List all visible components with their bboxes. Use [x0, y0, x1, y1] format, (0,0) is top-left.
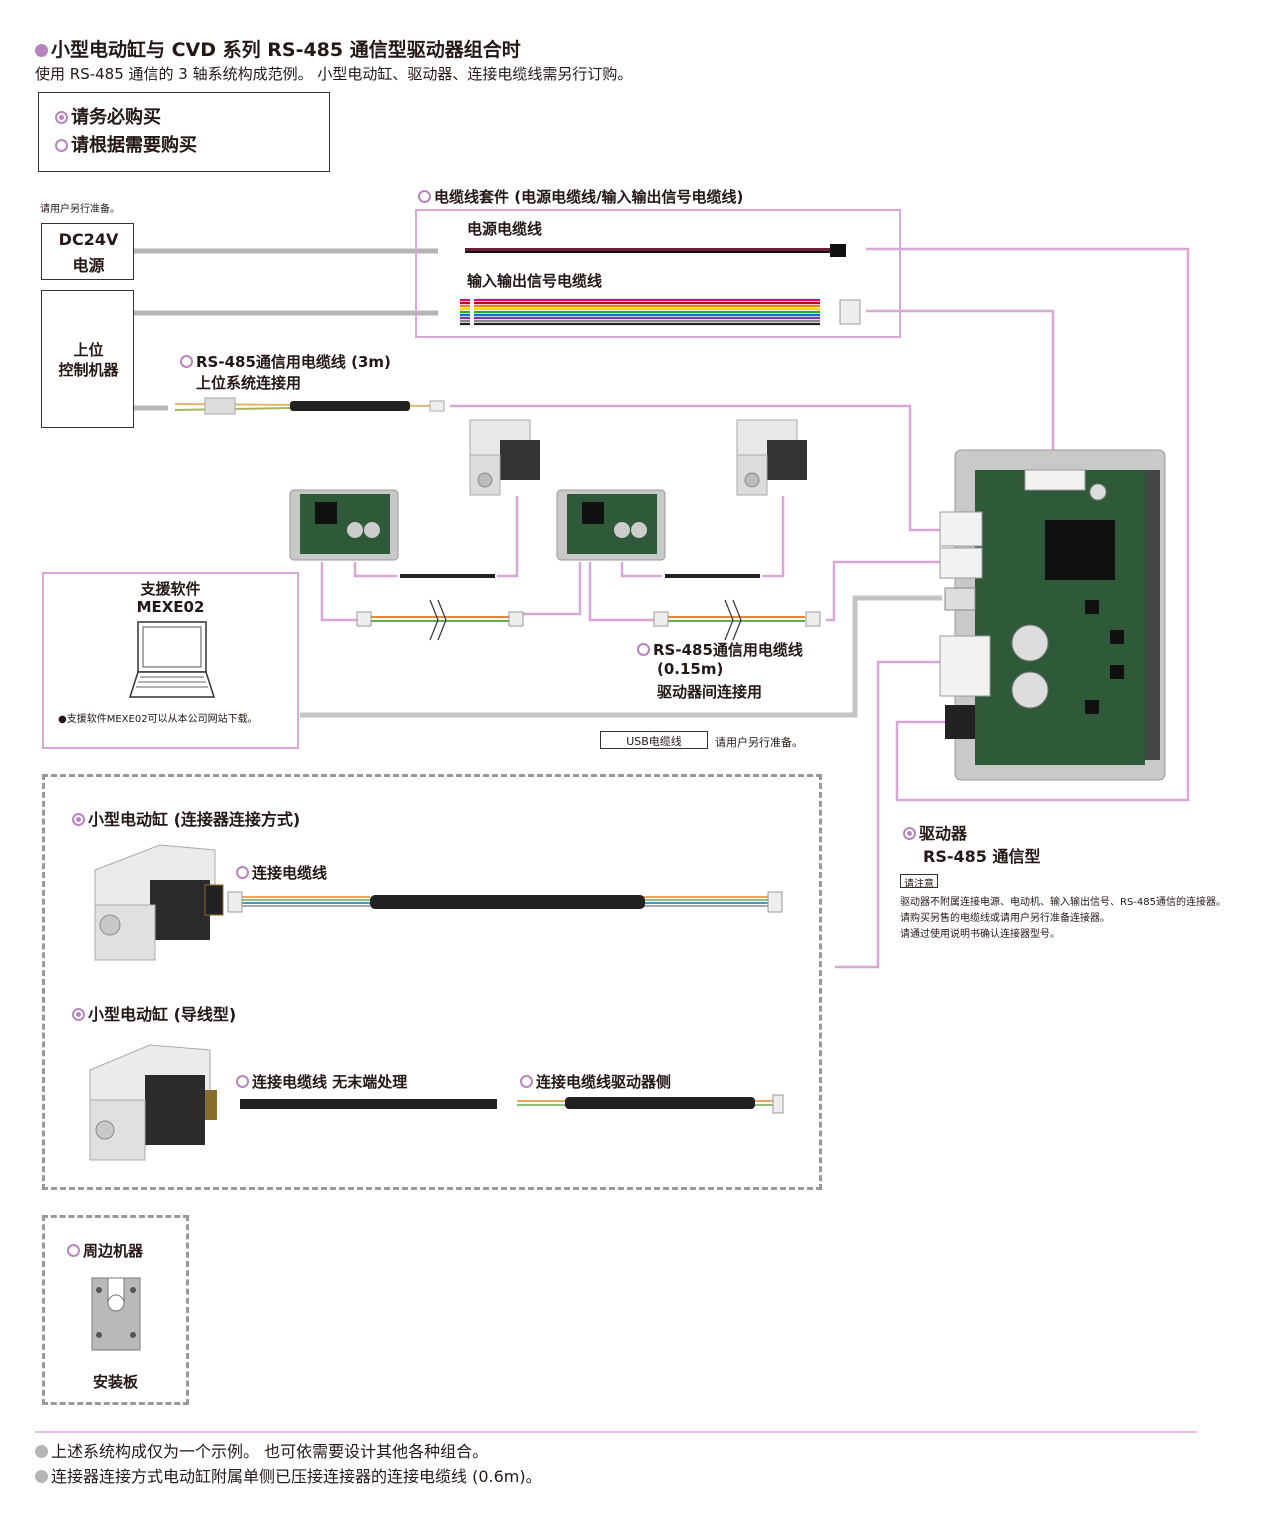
peripheral-title: 周边机器 [67, 1240, 143, 1261]
footnote-bullet-icon [35, 1445, 48, 1458]
rs485-link-cable-label: RS-485通信用电缆线 [637, 639, 803, 660]
driver-label: 驱动器 [903, 820, 967, 844]
caution-title: 请注意 [904, 879, 934, 890]
usb-cable-box: USB电缆线 [600, 731, 708, 749]
power-cable-label: 电源电缆线 [467, 220, 543, 238]
page-subtitle: 使用 RS-485 通信的 3 轴系统构成范例。 小型电动缸、驱动器、连接电缆线… [35, 65, 633, 83]
driver-side-cable-label: 连接电缆线驱动器侧 [520, 1071, 671, 1092]
page-title: 小型电动缸与 CVD 系列 RS-485 通信型驱动器组合时 [35, 35, 521, 62]
caution-badge: 请注意 [900, 874, 938, 890]
prepare-note: 请用户另行准备。 [40, 204, 120, 215]
software-name: MEXE02 [136, 598, 205, 616]
footnote: 连接器连接方式电动缸附属单侧已压接连接器的连接电缆线 (0.6m)。 [35, 1463, 542, 1487]
driver-type-label: RS-485 通信型 [923, 847, 1041, 866]
usb-label: USB电缆线 [626, 735, 682, 748]
actuator-section [42, 774, 822, 1190]
host-label-2: 控制机器 [58, 361, 119, 379]
legend-box: 请务必购买 请根据需要购买 [38, 92, 330, 172]
rs485-host-cable-label: RS-485通信用电缆线 (3m) [180, 351, 391, 372]
caution-line: 请通过使用说明书确认连接器型号。 [900, 929, 1060, 940]
rs485-host-cable-sub: 上位系统连接用 [196, 374, 302, 392]
optional-icon [637, 643, 650, 656]
power-label-2: 电源 [72, 256, 105, 275]
legend-optional: 请根据需要购买 [55, 131, 197, 157]
legend-required: 请务必购买 [55, 103, 161, 129]
optional-icon [180, 355, 193, 368]
required-icon [55, 111, 68, 124]
optional-icon [520, 1075, 533, 1088]
cable-set-box [415, 209, 901, 338]
lead-cable-label: 连接电缆线 无末端处理 [236, 1071, 407, 1092]
section-bullet-icon [35, 44, 48, 57]
required-icon [903, 827, 916, 840]
caution-line: 驱动器不附属连接电源、电动机、输入输出信号、RS-485通信的连接器。 [900, 897, 1226, 908]
mounting-plate-label: 安装板 [92, 1373, 138, 1391]
connection-cable-label: 连接电缆线 [236, 862, 327, 883]
rs485-link-cable-length: (0.15m) [657, 660, 724, 678]
caution-line: 请购买另售的电缆线或请用户另行准备连接器。 [900, 913, 1110, 924]
software-title: 支援软件 [140, 580, 201, 598]
power-label-1: DC24V [58, 230, 119, 249]
footnote-bullet-icon [35, 1470, 48, 1483]
optional-icon [418, 190, 431, 203]
optional-icon [236, 1075, 249, 1088]
peripheral-section: 周边机器 安装板 [42, 1215, 189, 1405]
software-note: ●支援软件MEXE02可以从本公司网站下载。 [58, 714, 258, 725]
optional-icon [67, 1244, 80, 1257]
required-icon [72, 1008, 85, 1021]
host-controller-box: 上位 控制机器 [41, 290, 134, 428]
usb-note: 请用户另行准备。 [715, 736, 803, 749]
software-box: 支援软件 MEXE02 ●支援软件MEXE02可以从本公司网站下载。 [42, 572, 299, 749]
rs485-link-cable-sub: 驱动器间连接用 [657, 683, 763, 701]
power-supply-box: DC24V 电源 [41, 223, 134, 280]
host-label-1: 上位 [73, 341, 104, 359]
optional-icon [236, 866, 249, 879]
footnote: 上述系统构成仅为一个示例。 也可依需要设计其他各种组合。 [35, 1438, 488, 1462]
required-icon [72, 813, 85, 826]
optional-icon [55, 139, 68, 152]
laptop-icon [130, 620, 216, 700]
actuator-connector-title: 小型电动缸 (连接器连接方式) [72, 806, 300, 830]
io-cable-label: 输入输出信号电缆线 [467, 272, 603, 290]
cable-set-title: 电缆线套件 (电源电缆线/输入输出信号电缆线) [418, 186, 743, 207]
actuator-lead-title: 小型电动缸 (导线型) [72, 1001, 236, 1025]
